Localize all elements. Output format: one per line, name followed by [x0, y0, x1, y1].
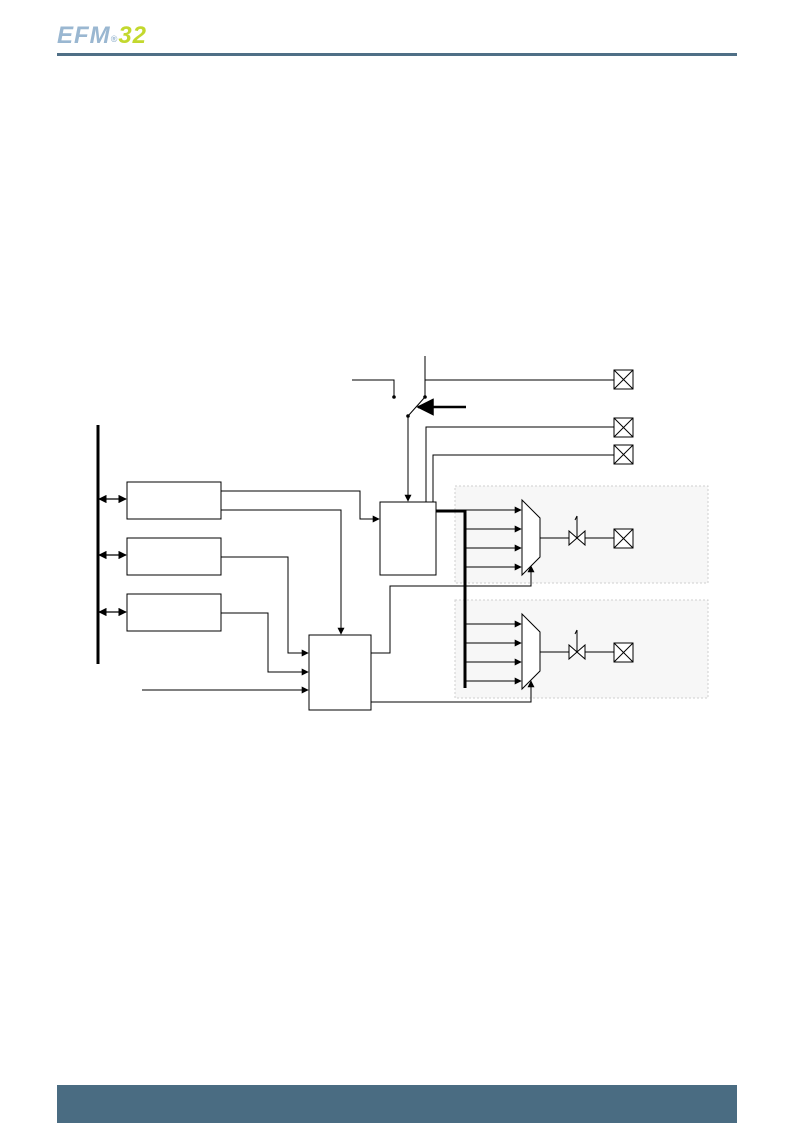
- mux-1: [521, 612, 541, 691]
- pad-0: [613, 369, 634, 390]
- pad-3: [613, 528, 634, 549]
- wire-block-to-pad-1: [425, 426, 614, 502]
- logo-registered-mark: ®: [110, 34, 119, 44]
- wire-lower-block-to-mux1-select: [371, 680, 535, 703]
- wire-reg2-to-lower-block: [221, 612, 309, 676]
- efm32-logo: EFM®32: [57, 22, 147, 50]
- register-block-0: [126, 481, 222, 520]
- output-driver-0: [568, 515, 586, 547]
- wire-left-switch-input: [352, 379, 395, 396]
- wire-block-to-pad-2: [432, 454, 614, 502]
- wire-lower-block-to-mux0-select: [371, 565, 535, 654]
- wire-reg0-to-upper-block: [221, 490, 380, 523]
- switch-contact-left: [392, 395, 396, 399]
- pad-4: [613, 642, 634, 663]
- register-block-1: [126, 537, 222, 576]
- lower-control-block: [308, 634, 372, 711]
- wire-reg1-to-lower-block: [221, 556, 309, 657]
- mux-0: [521, 498, 541, 577]
- logo-efm-text: EFM: [57, 22, 111, 49]
- pad-2: [613, 444, 634, 465]
- pad-1: [613, 417, 634, 438]
- upper-control-block: [379, 501, 437, 576]
- logo-32-text: 32: [118, 22, 148, 49]
- wire-reg0-to-lower-block: [221, 509, 345, 635]
- internal-signal-bus: [436, 509, 467, 688]
- footer-bar: [57, 1085, 737, 1123]
- header-rule: [57, 53, 737, 56]
- register-block-2: [126, 593, 222, 632]
